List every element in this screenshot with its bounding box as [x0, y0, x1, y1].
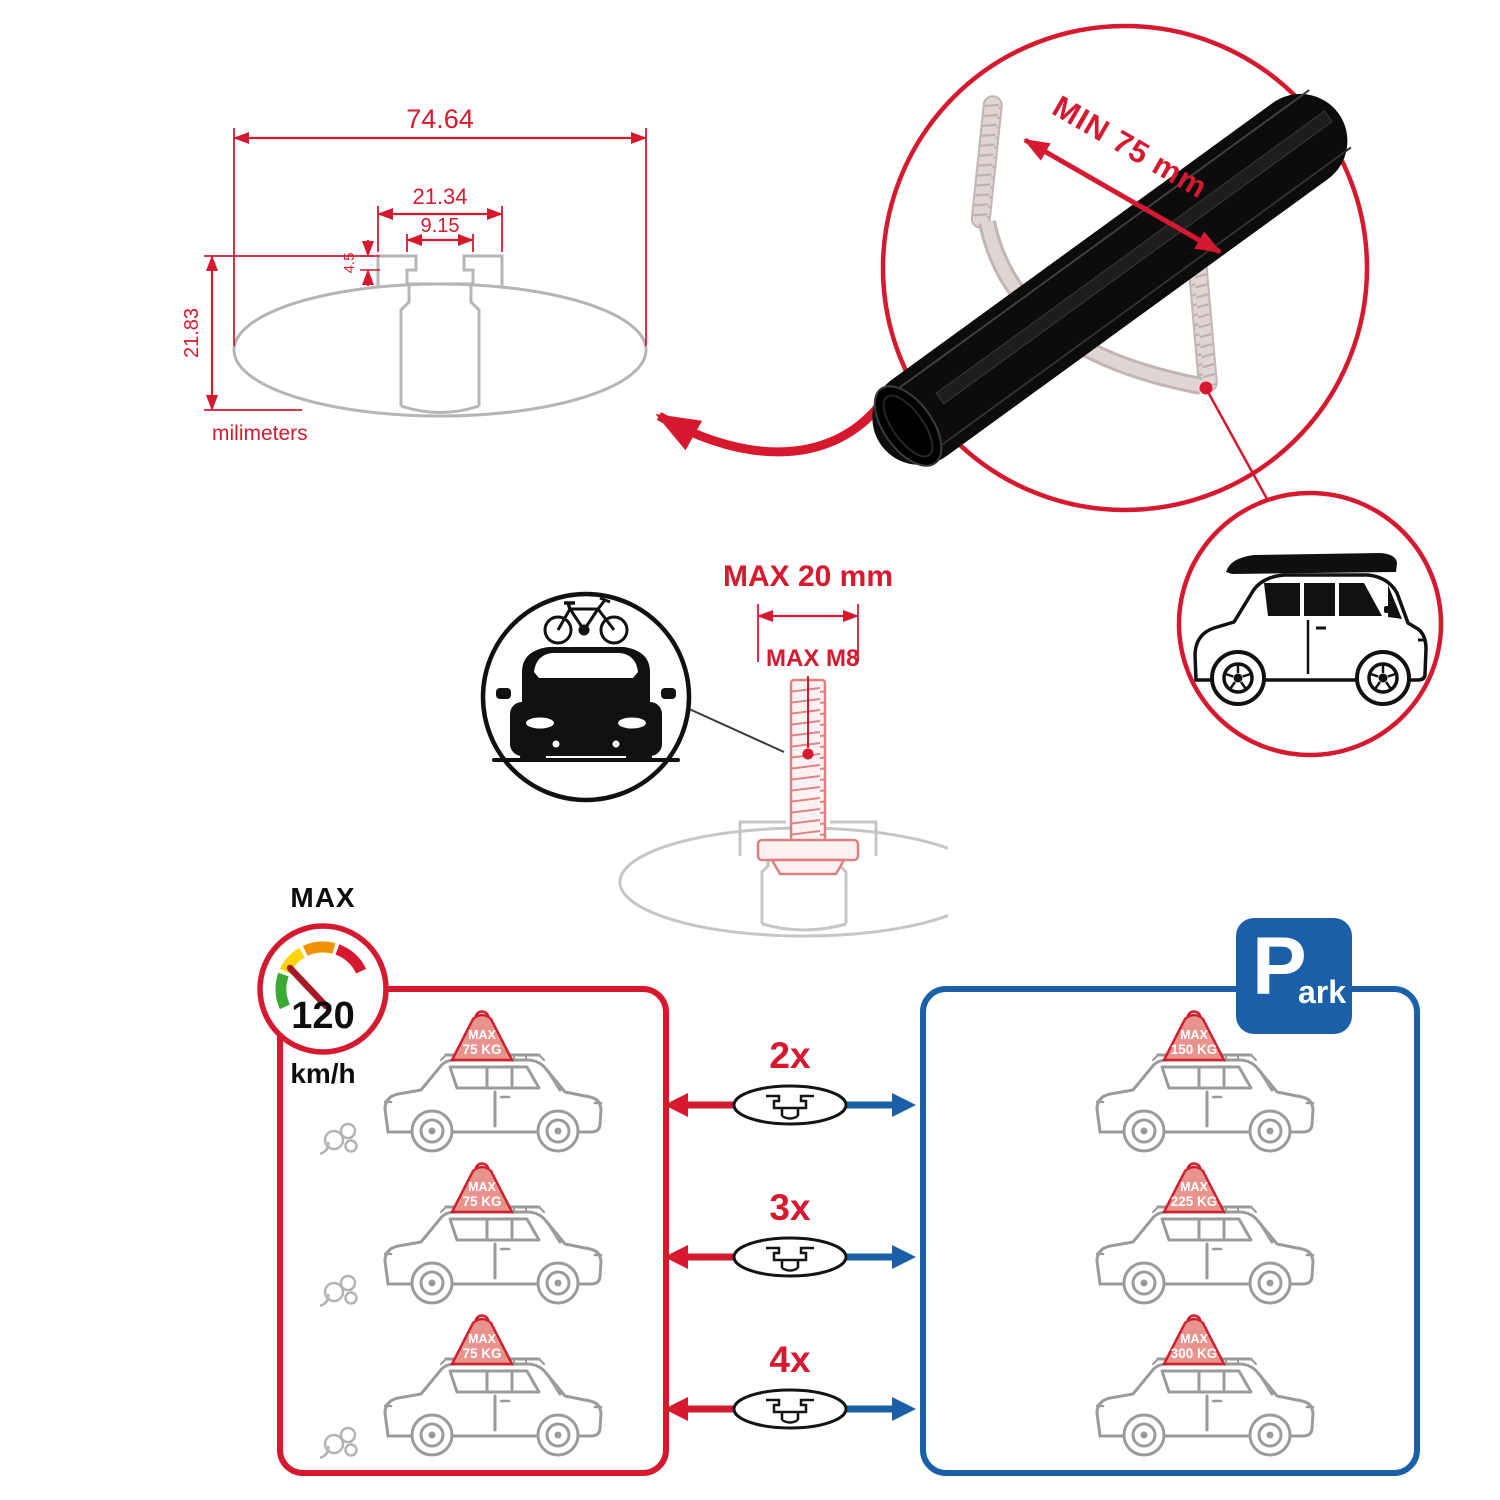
car-side-icon — [1095, 1205, 1315, 1305]
suv-with-roofbox-illustration — [1193, 553, 1428, 706]
bolt-dimensions — [757, 604, 859, 748]
car-with-bike-illustration — [492, 596, 680, 762]
speed-units: km/h — [290, 1058, 356, 1089]
roof-load-marker — [1161, 1013, 1227, 1062]
max-bolt-width-label: MAX 20 mm — [723, 560, 893, 593]
driving-car-row-3: MAX 75 KG — [318, 1314, 603, 1460]
marker-load-value: 75 KG — [462, 1194, 501, 1209]
roof-load-marker — [449, 1317, 515, 1366]
marker-load-value: 300 KG — [1171, 1346, 1218, 1361]
lip-depth-value: 4.5 — [341, 253, 358, 274]
marker-max-label: MAX — [468, 1332, 496, 1346]
car-side-icon — [1095, 1357, 1315, 1457]
gauge-needle — [286, 964, 330, 1010]
dimension-lines — [204, 128, 647, 411]
speed-gauge — [257, 923, 389, 1055]
marker-load-value: 75 KG — [462, 1346, 501, 1361]
curved-arrow — [655, 403, 883, 457]
arrow-left-head — [664, 1093, 688, 1117]
callout-line — [1206, 391, 1274, 509]
crossbar-render-section: MIN 75 mm — [872, 23, 1444, 758]
car-side-icon — [1095, 1053, 1315, 1153]
marker-load-value: 225 KG — [1171, 1194, 1218, 1209]
marker-load-value: 150 KG — [1171, 1042, 1218, 1057]
marker-max-label: MAX — [1180, 1180, 1208, 1194]
park-sign: P ark — [1236, 918, 1352, 1034]
roof-load-marker — [449, 1013, 515, 1062]
park-sign-letter: P — [1252, 921, 1307, 1012]
gauge-orange-segment — [302, 941, 336, 956]
max-thread-label: MAX M8 — [766, 645, 859, 672]
qty-arrow-row-1 — [664, 1084, 916, 1126]
parked-car-row-2: MAX 225 KG — [1095, 1162, 1315, 1305]
crossbar-cross-section-icon — [732, 1236, 848, 1278]
total-height-value: 21.83 — [181, 308, 203, 358]
crossbar-dimension-drawing: 74.64 21.34 9.15 4.5 21.83 milimeters — [181, 104, 648, 445]
profile-outline — [232, 254, 648, 418]
marker-max-label: MAX — [468, 1180, 496, 1194]
gauge-yellow-segment — [279, 947, 306, 974]
car-side-icon — [383, 1205, 603, 1305]
qty-label-2: 3x — [769, 1187, 811, 1228]
exhaust-smoke-icon — [318, 1426, 358, 1460]
exhaust-smoke-icon — [318, 1274, 358, 1308]
arrow-left-head — [664, 1245, 688, 1269]
total-width-value: 74.64 — [406, 104, 474, 134]
roof-load-marker — [1161, 1165, 1227, 1214]
qty-label-3: 4x — [769, 1339, 811, 1380]
marker-load-value: 75 KG — [462, 1042, 501, 1057]
car-front-icon — [492, 647, 680, 762]
bolt-diagram: MAX 20 mm MAX M8 — [480, 560, 948, 938]
arrow-right-head — [892, 1245, 916, 1269]
bar-end-cap — [873, 385, 943, 467]
parked-car-row-3: MAX 300 KG — [1095, 1314, 1315, 1457]
crossbar-cross-section-icon — [732, 1084, 848, 1126]
arrow-right-head — [892, 1093, 916, 1117]
roof-load-marker — [1161, 1317, 1227, 1366]
marker-max-label: MAX — [1180, 1028, 1208, 1042]
driving-car-row-2: MAX 75 KG — [318, 1162, 603, 1308]
arrow-right-head — [892, 1397, 916, 1421]
gauge-green-segment — [275, 972, 290, 1010]
car-side-icon — [383, 1357, 603, 1457]
callout-dot — [1199, 381, 1213, 395]
gauge-red-segment — [335, 944, 367, 974]
parked-car-row-1: MAX 150 KG — [1095, 1010, 1315, 1153]
exhaust-smoke-icon — [318, 1122, 358, 1156]
qty-arrow-row-3 — [664, 1388, 916, 1430]
t-bolt — [756, 678, 860, 876]
driving-car-row-1: MAX 75 KG — [318, 1010, 603, 1156]
min-span-arrow — [1023, 137, 1222, 255]
thread-dot — [802, 748, 814, 760]
park-sign-suffix: ark — [1298, 974, 1347, 1010]
opening-width-value: 9.15 — [421, 215, 460, 237]
crossbar-cross-section-icon — [732, 1388, 848, 1430]
speed-max-label: MAX — [290, 882, 356, 913]
bike-icon — [543, 596, 629, 645]
pointer-arrow — [655, 403, 883, 457]
roof-load-marker — [449, 1165, 515, 1214]
speed-value: 120 — [291, 995, 355, 1037]
marker-max-label: MAX — [1180, 1332, 1208, 1346]
arrow-left-head — [664, 1397, 688, 1421]
qty-arrow-row-2 — [664, 1236, 916, 1278]
qty-label-1: 2x — [769, 1035, 811, 1076]
marker-max-label: MAX — [468, 1028, 496, 1042]
bubble-connector-line — [686, 707, 785, 753]
slot-width-value: 21.34 — [412, 184, 467, 209]
roofbox — [1226, 553, 1397, 574]
units-label: milimeters — [212, 422, 308, 445]
car-side-icon — [383, 1053, 603, 1153]
